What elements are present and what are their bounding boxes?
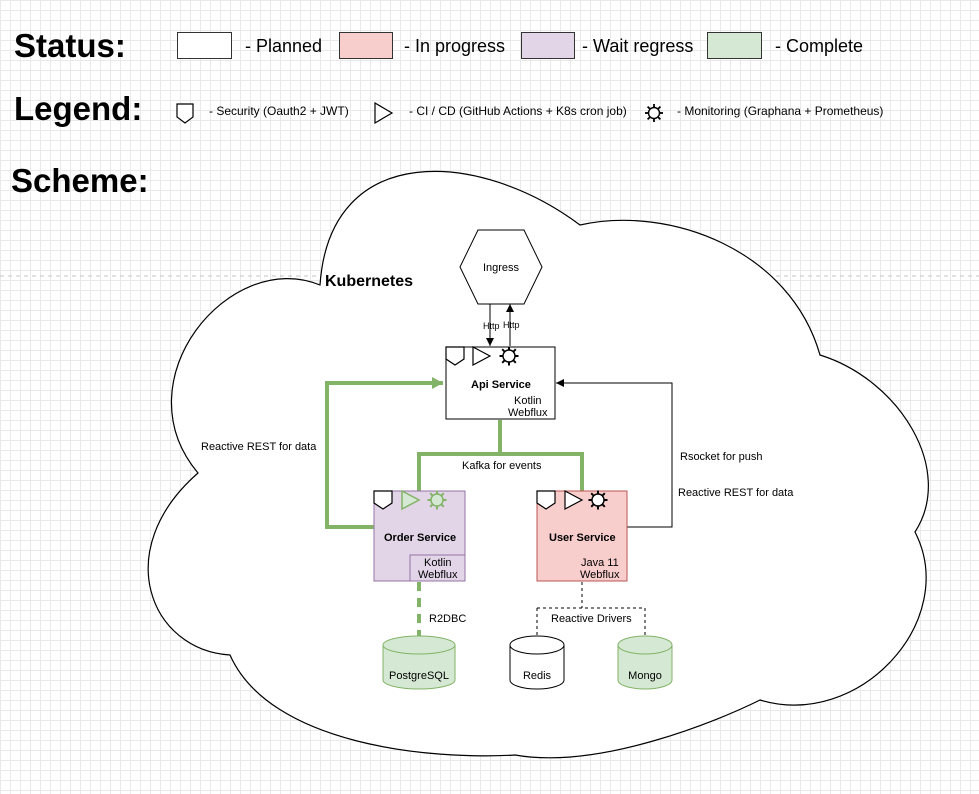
edge-label-reactive-rest-right: Reactive REST for data — [678, 487, 794, 499]
status-swatch-in-progress — [339, 32, 393, 59]
edge-order-to-api — [325, 377, 443, 529]
user-service-tech-1: Java 11 — [581, 557, 619, 569]
legend-label-security: - Security (Oauth2 + JWT) — [209, 104, 349, 118]
postgresql-database: PostgreSQL — [382, 635, 456, 690]
status-swatch-complete — [707, 32, 762, 59]
mongo-database: Mongo — [617, 635, 673, 690]
edge-label-reactive-drivers: Reactive Drivers — [551, 613, 632, 625]
play-icon — [564, 490, 584, 510]
order-service-tech-1: Kotlin — [424, 557, 452, 569]
status-label-wait-regress: - Wait regress — [582, 36, 694, 56]
edge-reactive-drivers — [536, 582, 646, 636]
play-icon — [472, 346, 492, 366]
shield-icon — [176, 103, 194, 124]
edge-label-rsocket: Rsocket for push — [680, 451, 763, 463]
gear-icon — [427, 490, 447, 510]
gear-icon — [499, 346, 519, 366]
http-in-label: Http — [483, 321, 500, 331]
gear-icon — [588, 490, 608, 510]
http-out-label: Http — [503, 320, 520, 330]
edge-kafka-user — [500, 452, 584, 491]
shield-icon — [445, 346, 465, 366]
status-label-complete: - Complete — [775, 36, 864, 56]
postgresql-label: PostgreSQL — [389, 670, 449, 682]
user-service-tech-2: Webflux — [580, 569, 620, 581]
status-swatch-planned — [177, 32, 232, 59]
edge-user-to-api — [556, 379, 673, 528]
user-service-title: User Service — [549, 532, 616, 544]
edge-label-kafka: Kafka for events — [462, 460, 542, 472]
gear-icon — [645, 104, 663, 122]
edge-label-r2dbc: R2DBC — [429, 613, 466, 625]
api-service-node: Api Service Kotlin Webflux — [445, 346, 556, 420]
scheme-heading: Scheme: — [11, 162, 149, 199]
order-service-tech-2: Webflux — [418, 569, 458, 581]
api-service-title: Api Service — [471, 379, 531, 391]
status-label-in-progress: - In progress — [404, 36, 506, 56]
order-service-title: Order Service — [384, 532, 456, 544]
ingress-node — [459, 229, 543, 305]
play-icon — [374, 101, 394, 125]
status-heading: Status: — [14, 27, 126, 64]
api-service-tech-2: Webflux — [508, 407, 548, 419]
legend-heading: Legend: — [14, 90, 143, 127]
edge-kafka — [417, 420, 502, 491]
shield-icon — [373, 490, 393, 510]
ingress-label: Ingress — [483, 262, 520, 274]
status-swatch-wait-regress — [521, 32, 575, 59]
status-label-planned: - Planned — [245, 36, 323, 56]
user-service-node: User Service Java 11 Webflux — [536, 490, 628, 582]
shield-icon — [536, 490, 556, 510]
kubernetes-label: Kubernetes — [325, 273, 413, 290]
order-service-node: Order Service Kotlin Webflux — [373, 489, 466, 582]
legend-label-monitoring: - Monitoring (Graphana + Prometheus) — [677, 104, 884, 118]
redis-database: Redis — [509, 635, 565, 690]
edge-label-reactive-rest-left: Reactive REST for data — [201, 441, 317, 453]
redis-label: Redis — [523, 670, 552, 682]
mongo-label: Mongo — [628, 670, 662, 682]
api-service-tech-1: Kotlin — [514, 395, 542, 407]
legend-label-cicd: - CI / CD (GitHub Actions + K8s cron job… — [409, 104, 627, 118]
play-icon — [401, 489, 421, 511]
kubernetes-cloud — [147, 170, 929, 759]
